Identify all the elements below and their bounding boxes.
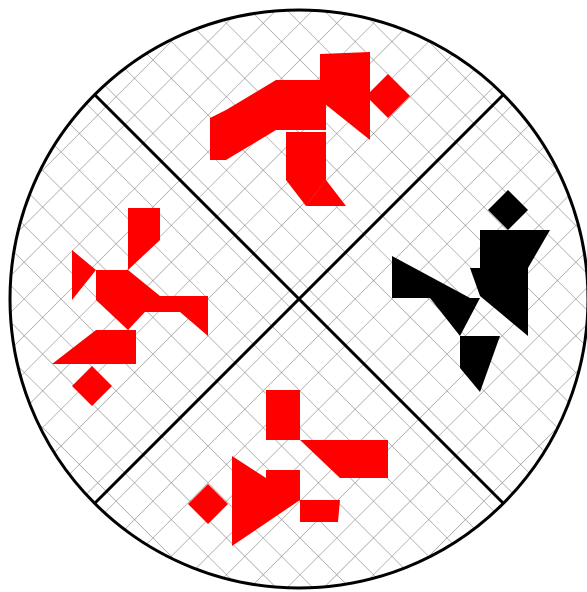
figure-top-piece — [210, 110, 226, 160]
figure-bottom-piece — [300, 500, 340, 522]
figure-bottom-piece — [266, 390, 300, 440]
